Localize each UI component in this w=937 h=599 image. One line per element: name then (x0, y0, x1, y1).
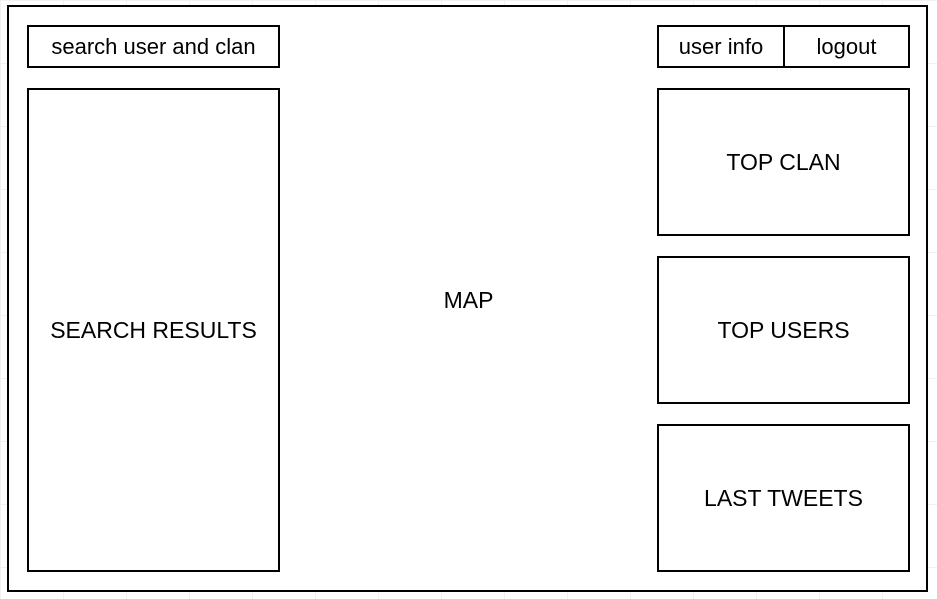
user-info-label: user info (678, 33, 764, 59)
logout-button[interactable]: logout (783, 25, 910, 68)
search-results-panel: SEARCH RESULTS (27, 88, 280, 572)
logout-label: logout (816, 33, 877, 59)
top-clan-label: TOP CLAN (726, 148, 841, 175)
search-input-label: search user and clan (51, 33, 256, 59)
map-label: MAP (443, 286, 494, 313)
search-input[interactable]: search user and clan (27, 25, 280, 68)
last-tweets-panel: LAST TWEETS (657, 424, 910, 572)
search-results-label: SEARCH RESULTS (50, 316, 257, 343)
top-clan-panel: TOP CLAN (657, 88, 910, 236)
user-info-button[interactable]: user info (657, 25, 785, 68)
last-tweets-label: LAST TWEETS (704, 484, 863, 511)
top-users-label: TOP USERS (717, 316, 850, 343)
map-area[interactable]: MAP (300, 88, 637, 512)
top-users-panel: TOP USERS (657, 256, 910, 404)
